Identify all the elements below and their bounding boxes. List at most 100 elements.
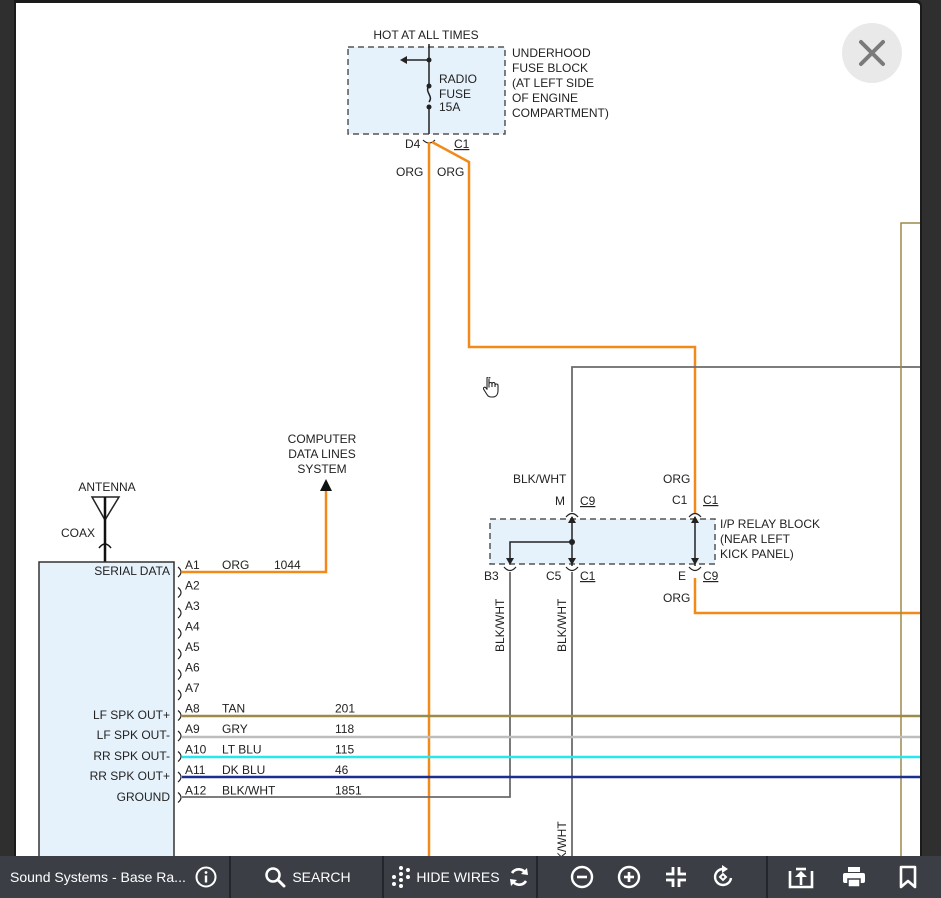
relay-pin-b3: B3 [484,569,499,583]
radio-wire-circuit: 1851 [335,784,362,798]
wire-org-relay[interactable] [431,140,697,513]
hide-wires-label: HIDE WIRES [416,869,500,885]
relay-conn-c9-bottom: C9 [703,569,719,583]
radio-pin-label: A7 [185,681,200,695]
radio-pin-label: A10 [185,743,207,757]
wires-icon [388,864,414,890]
radio-wire-color: DK BLU [222,763,265,777]
radio-label-rr-plus: RR SPK OUT+ [90,769,170,783]
radio-pin-label: A12 [185,784,207,798]
radio-pin-label: A5 [185,640,200,654]
relay-conn-c9-top: C9 [580,494,596,508]
relay-arrow-e [691,558,699,565]
radio-pin-label: A8 [185,702,200,716]
radio-wire-circuit: 201 [335,702,355,716]
wire-tan-edge[interactable] [900,222,922,860]
wire-org-relay-out[interactable] [693,578,922,615]
relay-pin-c5: C5 [546,569,562,583]
radio-pin-connector [177,628,182,639]
radio-box [38,561,175,858]
relay-desc-1: I/P RELAY BLOCK [720,517,820,531]
relay-conn-glyph-e [688,566,702,572]
data-lines-label-3: SYSTEM [297,462,346,476]
fuse-block-desc-2: FUSE BLOCK [512,61,588,75]
radio-wire-circuit: 1044 [274,558,301,572]
fuse-label-1: RADIO [439,72,477,86]
fuse-bus-arrow [400,56,407,64]
fit-icon[interactable] [663,864,689,890]
wires-section: HIDE WIRES [384,856,538,898]
relay-pin-c1: C1 [672,493,688,507]
fuse-label-3: 15A [439,100,460,114]
antenna-label: ANTENNA [78,480,135,494]
radio-pin-connector [177,751,182,762]
relay-desc-2: (NEAR LEFT [720,532,791,546]
relay-conn-glyph-c5 [565,566,579,572]
diagram-canvas[interactable]: HOT AT ALL TIMES UNDERHOOD FUSE BLOCK (A… [14,0,922,860]
radio-pin-connector [177,648,182,660]
radio-pin-label: A11 [185,763,206,777]
rotate-icon[interactable] [710,864,736,890]
fuse-conn-c1: C1 [454,137,470,151]
data-lines-label-1: COMPUTER [288,432,357,446]
data-lines-arrow [320,479,332,491]
relay-conn-c1-top: C1 [703,493,719,507]
radio-pin-connector [177,730,182,742]
radio-pin-connector [177,689,182,701]
radio-pin-label: A2 [185,579,200,593]
relay-arrow-m [568,516,576,523]
relay-arrow-c1 [691,516,699,523]
bottom-toolbar: Sound Systems - Base Ra... SEARCH HIDE W… [0,856,941,898]
close-icon [859,40,885,66]
wiring-diagram: HOT AT ALL TIMES UNDERHOOD FUSE BLOCK (A… [38,28,922,860]
radio-wire-circuit: 115 [335,743,354,757]
relay-bottom-wire-right: ORG [663,591,690,605]
radio-pin-connector [177,587,182,598]
search-icon [262,864,288,890]
wire-blkwht-top[interactable] [571,366,922,512]
zoom-in-icon[interactable] [616,864,642,890]
fuse-block-desc-1: UNDERHOOD [512,46,591,60]
relay-pin-m: M [555,494,565,508]
relay-desc-3: KICK PANEL) [720,547,794,561]
info-icon[interactable] [193,864,219,890]
wire-green-edge[interactable] [921,243,922,860]
bookmark-icon[interactable] [895,864,921,890]
toolbar-title-section: Sound Systems - Base Ra... [0,856,231,898]
wire-serial-data[interactable] [182,490,328,574]
refresh-icon[interactable] [506,864,532,890]
radio-wire-color: TAN [222,702,245,716]
radio-pin-connector [177,669,182,680]
radio-pin-label: A4 [185,620,200,634]
relay-conn-glyph-c1 [688,512,702,518]
wire-vert-label-1: BLK/WHT [493,598,507,652]
search-label: SEARCH [292,869,351,885]
export-icon[interactable] [788,864,814,890]
fuse-block-box [347,46,506,135]
wire-blkwht-ground[interactable] [182,572,511,798]
fuse-block-desc-4: OF ENGINE [512,91,578,105]
fuse-hot-label: HOT AT ALL TIMES [373,28,478,42]
radio-pin-connector [177,710,182,721]
zoom-out-icon[interactable] [569,864,595,890]
hide-wires-button[interactable]: HIDE WIRES [388,864,500,890]
hand-cursor-icon [482,376,501,404]
relay-top-wire-right: ORG [663,472,690,486]
print-icon[interactable] [841,864,867,890]
fuse-block-desc-3: (AT LEFT SIDE [512,76,594,90]
relay-top-wire-left: BLK/WHT [513,472,567,486]
antenna-coax-label: COAX [61,526,95,540]
relay-splice-branch [509,541,572,560]
radio-pin-connector [177,566,182,578]
fuse-element [426,85,432,103]
fuse-wire-right-color: ORG [437,165,464,179]
radio-pin-label: A1 [185,558,200,572]
radio-label-ground: GROUND [117,790,171,804]
close-button[interactable] [842,23,902,83]
wire-vert-label-3: K/WHT [555,821,569,860]
radio-label-lf-plus: LF SPK OUT+ [93,708,170,722]
antenna-connector [98,543,112,549]
search-button[interactable]: SEARCH [262,864,351,890]
radio-pin-label: A6 [185,661,200,675]
